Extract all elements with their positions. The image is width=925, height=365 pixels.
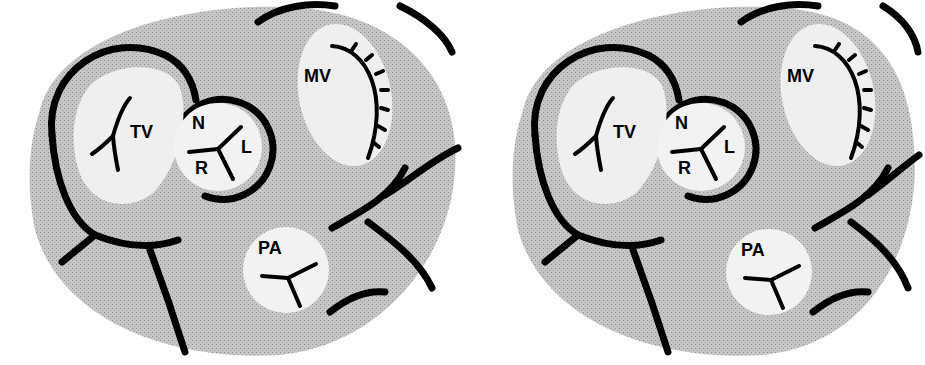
valve-label: MV <box>787 66 814 86</box>
valve-outline <box>240 224 332 316</box>
valve-label: L <box>724 137 735 157</box>
valve-outline <box>723 226 815 318</box>
valve-label: N <box>675 113 688 133</box>
tricuspid-valve: TV <box>551 58 671 208</box>
pulmonary-valve: PA <box>240 224 332 316</box>
aortic-valve: N R L <box>654 99 749 194</box>
valve-label: PA <box>741 240 765 260</box>
aortic-valve: N R L <box>171 99 266 194</box>
valve-label: L <box>241 137 252 157</box>
valve-outline <box>68 58 188 208</box>
valve-label: PA <box>258 238 282 258</box>
valve-label: R <box>678 158 691 178</box>
heart-base-panel <box>30 5 458 356</box>
heart-base-panel <box>513 5 919 356</box>
valve-outline <box>773 18 883 173</box>
valve-outline <box>551 58 671 208</box>
valve-label: R <box>195 158 208 178</box>
mitral-valve: MV <box>773 18 883 173</box>
valve-label: N <box>192 113 205 133</box>
valve-outline <box>290 18 400 173</box>
pulmonary-valve: PA <box>723 226 815 318</box>
tricuspid-valve: TV <box>68 58 188 208</box>
mitral-valve: MV <box>290 18 400 173</box>
valve-label: TV <box>613 122 636 142</box>
valve-label: MV <box>304 66 331 86</box>
valve-label: TV <box>130 122 153 142</box>
